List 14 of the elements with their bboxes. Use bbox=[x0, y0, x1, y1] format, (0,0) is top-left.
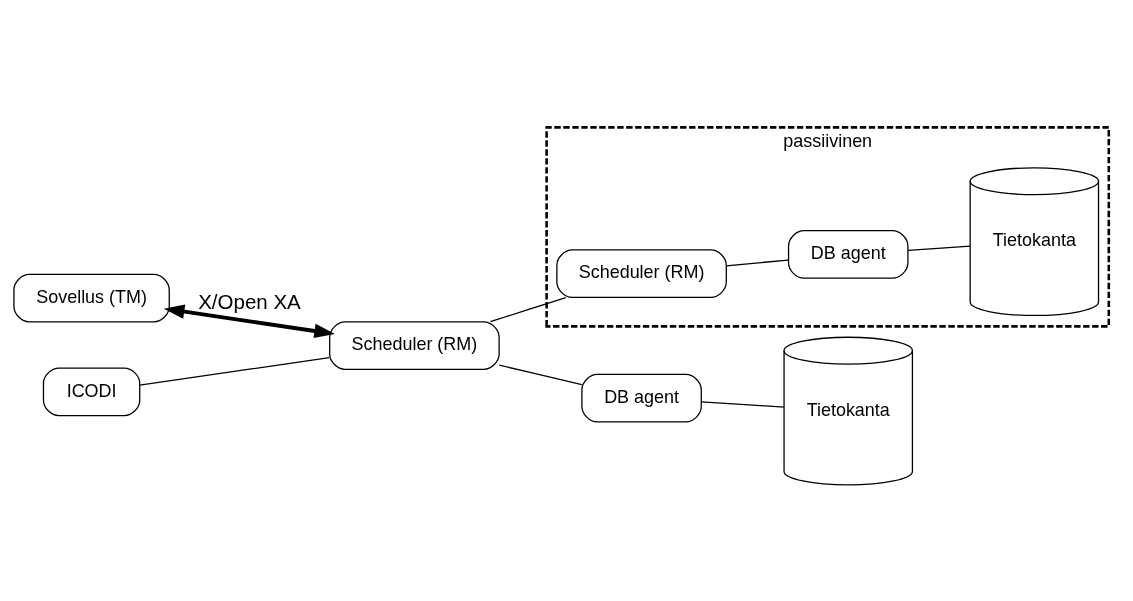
connector bbox=[489, 296, 567, 322]
edge-label: X/Open XA bbox=[198, 289, 301, 313]
connector bbox=[498, 364, 583, 385]
connector bbox=[700, 400, 785, 408]
arrow bbox=[163, 304, 335, 338]
connector bbox=[907, 244, 971, 251]
connector bbox=[725, 258, 789, 266]
node-box: Scheduler (RM) bbox=[329, 320, 500, 370]
node-box: DB agent bbox=[581, 373, 702, 423]
node-box: Sovellus (TM) bbox=[13, 273, 170, 322]
node-box: Scheduler (RM) bbox=[556, 248, 727, 298]
node-box: ICODI bbox=[42, 366, 141, 416]
node-box: DB agent bbox=[787, 229, 909, 279]
connector bbox=[139, 356, 331, 386]
